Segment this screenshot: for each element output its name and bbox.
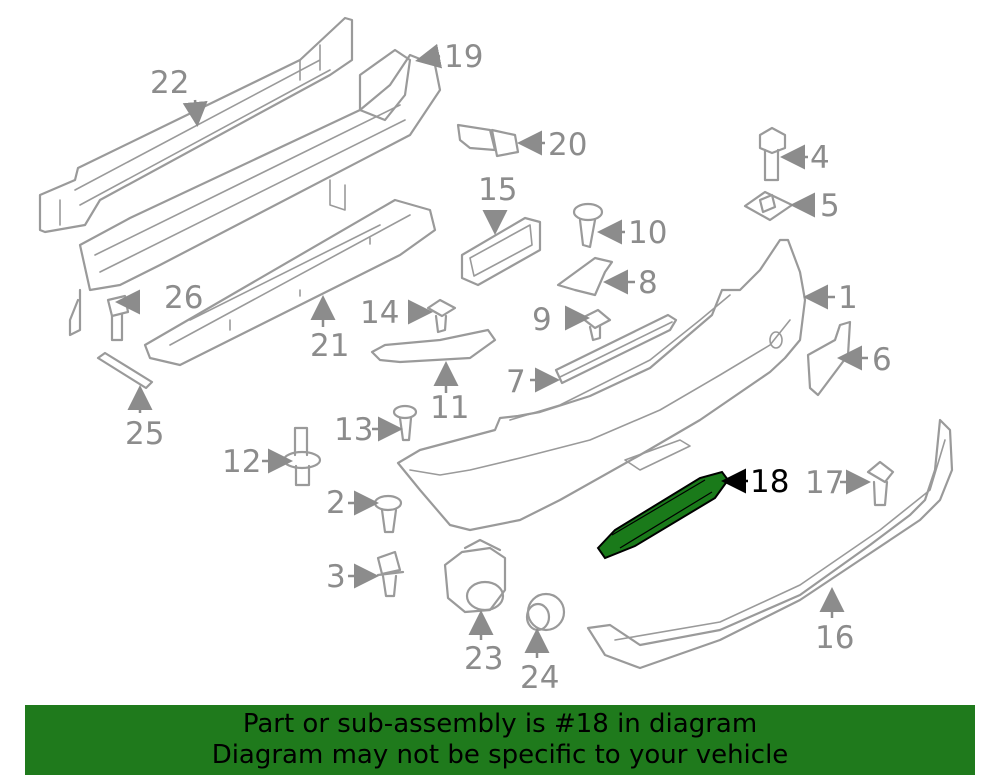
callout-labels: 1 2 3 4 5 6 7 8 9 10 11 12 13 14 15 16 1…: [125, 39, 892, 696]
part-16-lower-trim: [586, 418, 954, 670]
callout-20: 20: [548, 127, 587, 163]
callout-15: 15: [478, 172, 517, 208]
part-10-screw: [572, 202, 604, 249]
callout-2: 2: [326, 485, 346, 521]
part-2-screw: [373, 494, 403, 534]
part-3-clip: [376, 550, 405, 598]
part-18-reflector-highlighted: [596, 470, 730, 560]
callout-9: 9: [532, 302, 552, 338]
callout-16: 16: [815, 620, 854, 656]
part-19-bracket: [68, 48, 442, 337]
part-12-pin: [282, 426, 322, 487]
leader-lines: [115, 43, 871, 658]
part-1-bumper-cover: [396, 238, 807, 532]
callout-22: 22: [150, 65, 189, 101]
info-banner: Part or sub-assembly is #18 in diagram D…: [25, 705, 975, 775]
callout-5: 5: [820, 188, 840, 224]
part-6-reflector: [806, 320, 852, 397]
callout-19: 19: [444, 39, 483, 75]
callout-8: 8: [638, 265, 658, 301]
part-14-clip: [426, 298, 457, 334]
callout-3: 3: [326, 559, 346, 595]
part-22-reinforcement: [38, 16, 354, 234]
part-25-strip: [96, 351, 154, 390]
part-5-nut: [743, 190, 794, 222]
callout-24: 24: [520, 660, 559, 696]
banner-line-1: Part or sub-assembly is #18 in diagram: [242, 709, 758, 739]
part-11-bracket: [370, 328, 497, 364]
callout-7: 7: [506, 364, 526, 400]
callout-6: 6: [872, 342, 892, 378]
part-7-trim: [554, 313, 678, 385]
part-17-clip: [866, 460, 895, 507]
callout-13: 13: [334, 412, 373, 448]
callout-14: 14: [360, 295, 399, 331]
callout-11: 11: [430, 390, 469, 426]
callout-10: 10: [628, 215, 667, 251]
part-21-absorber: [143, 198, 437, 367]
callout-17: 17: [805, 465, 844, 501]
callout-1: 1: [838, 280, 858, 316]
banner-line-2: Diagram may not be specific to your vehi…: [211, 740, 789, 770]
part-24-grommet: [525, 592, 566, 632]
part-15-reflector: [460, 216, 542, 287]
callout-12: 12: [222, 444, 261, 480]
callout-23: 23: [464, 641, 503, 677]
part-9-clip: [580, 308, 612, 342]
part-8-bracket: [556, 256, 614, 297]
callout-4: 4: [810, 140, 830, 176]
part-4-bolt: [758, 126, 787, 182]
part-13-screw: [392, 404, 418, 442]
callout-25: 25: [125, 416, 164, 452]
callout-18: 18: [750, 464, 789, 500]
callout-26: 26: [164, 280, 203, 316]
part-23-sensor: [443, 538, 507, 614]
part-20-bolt: [456, 123, 520, 158]
callout-21: 21: [310, 328, 349, 364]
